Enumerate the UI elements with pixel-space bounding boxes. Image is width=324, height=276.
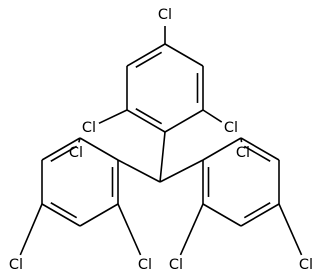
top-ring-bond (126, 43, 166, 67)
central-bond (159, 131, 166, 183)
left-ring-double-bond (50, 145, 78, 162)
c-cl-bond (179, 203, 204, 256)
c-cl-bond (19, 203, 43, 256)
c-cl-bond (202, 109, 223, 123)
left-ring-double-bond (50, 202, 78, 219)
c-cl-bond (98, 109, 128, 125)
top-ring-bond (164, 43, 204, 67)
c-cl-bond (240, 137, 243, 143)
central-bond (159, 159, 204, 183)
chlorine-label-top-ring-left: Cl (82, 120, 96, 136)
chlorine-label-right-ring-top: Cl (236, 145, 250, 161)
chlorine-label-left-ring-top: Cl (69, 145, 83, 161)
right-ring-bond (240, 203, 280, 227)
chlorine-label-top-ring-right: Cl (224, 120, 238, 136)
left-ring-bond (79, 203, 119, 227)
top-ring-double-bond (135, 108, 163, 125)
chlorine-label-right-ring-para: Cl (299, 257, 313, 273)
bond-lines (19, 26, 303, 256)
top-ring-bond (126, 109, 166, 133)
central-bond (117, 159, 161, 183)
chlorine-label-left-ring-bottom: Cl (138, 257, 152, 273)
chlorine-label-left-ring-para: Cl (9, 257, 23, 273)
chlorine-label-right-ring-bottom: Cl (169, 257, 183, 273)
right-ring-bond (202, 137, 242, 161)
top-ring-double-bond (135, 51, 163, 68)
top-ring-bond (164, 109, 204, 133)
c-cl-bond (78, 137, 81, 143)
right-ring-bond (240, 137, 280, 161)
chlorine-label-top-ring-para: Cl (158, 7, 172, 23)
left-ring-bond (79, 137, 119, 161)
left-ring-bond (41, 137, 81, 161)
atom-labels: Cl Cl Cl Cl Cl Cl Cl Cl Cl (9, 7, 313, 273)
right-ring-double-bond (243, 202, 271, 219)
right-ring-bond (202, 203, 242, 227)
c-cl-bond (117, 203, 142, 256)
right-ring-double-bond (243, 145, 271, 162)
left-ring-bond (41, 203, 81, 227)
c-cl-bond (278, 203, 303, 256)
